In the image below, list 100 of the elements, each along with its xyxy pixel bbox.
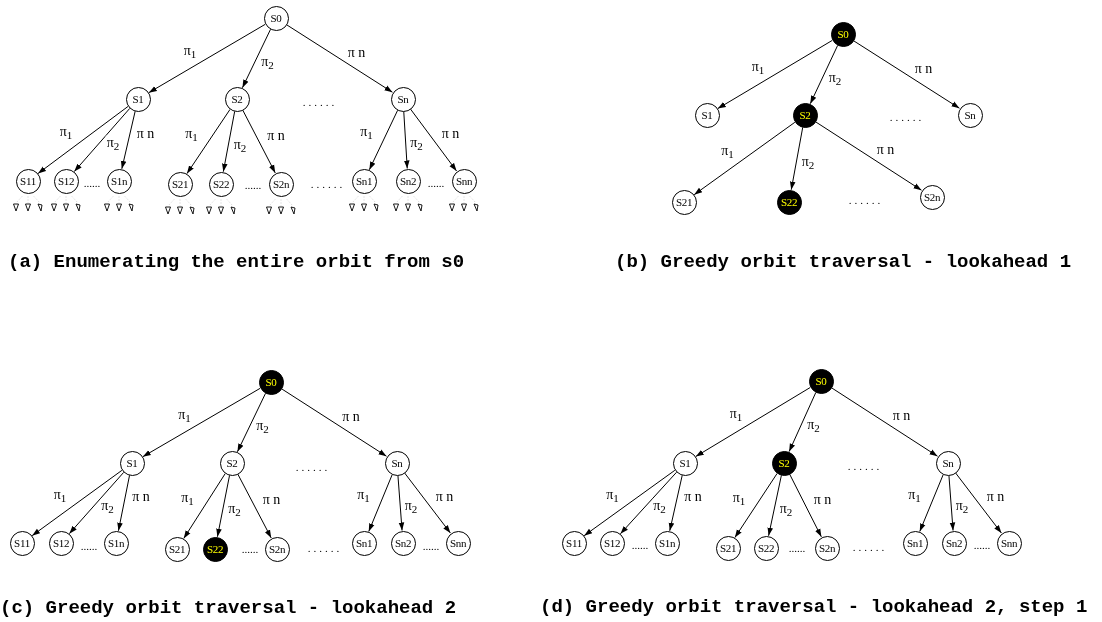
arrow [368,474,393,532]
state-circle [384,450,410,476]
state-label: S2 [231,93,243,105]
arrow [73,107,131,173]
state-label: S2n [923,191,941,203]
state-circle [264,536,290,562]
ellipsis: ...... [889,111,925,123]
arrow [183,473,226,539]
state-label: Snn [1000,537,1018,549]
state-circle [125,86,151,112]
arrow [695,386,811,458]
arrow [186,108,231,175]
edge-label: π$_{2}$ [652,498,667,516]
arrow [693,121,796,196]
state-circle [561,530,587,556]
state-label: S1n [110,175,128,187]
state-label: S11 [566,537,582,549]
arrow [368,109,399,171]
state-circle [53,168,79,194]
state-circle [672,450,698,476]
arrow [668,474,683,532]
arrow [831,387,938,457]
highlighted-state-circle [792,102,818,128]
arrow [734,472,778,539]
arrow [788,391,817,453]
state-label: S0 [265,376,277,388]
state-circle [9,530,35,556]
arrow [955,472,1002,534]
state-circle [15,168,41,194]
arrow [222,110,236,173]
state-label: S1n [658,537,676,549]
state-label: Sn [397,93,409,105]
arrow [236,392,267,453]
panel-caption: (d) Greedy orbit traversal - lookahead 2, step 1 [540,597,1088,617]
state-circle [106,168,132,194]
panel-caption: (c) Greedy orbit traversal - lookahead 2 [0,598,457,618]
highlighted-state-circle [202,536,228,562]
state-circle [445,530,471,556]
arrow [789,473,822,538]
state-label: S21 [168,543,186,555]
state-label: S0 [815,375,827,387]
state-circle [941,530,967,556]
ellipsis: ...... [244,179,262,191]
state-label: S0 [270,12,282,24]
highlighted-state-circle [771,450,797,476]
state-label: S2 [226,457,238,469]
arrow [237,473,272,539]
state-circle [451,168,477,194]
state-circle [167,171,193,197]
arrow [142,387,261,458]
arrow [31,469,123,537]
state-circle [351,168,377,194]
state-circle [753,535,779,561]
state-label: S22 [206,543,224,555]
arrow [583,469,676,537]
state-circle [996,530,1022,556]
ellipsis: ...... [83,177,101,189]
ellipsis: ...... [80,540,98,552]
state-circle [390,530,416,556]
state-label: Sn1 [355,175,373,187]
state-label: S21 [675,196,693,208]
state-label: S22 [757,542,775,554]
state-circle [902,530,928,556]
state-circle [224,86,250,112]
arrow [117,474,131,532]
arrow [68,471,125,535]
state-circle [351,530,377,556]
state-circle [694,102,720,128]
edge-label: π$_{2}$ [100,498,115,516]
state-circle [219,450,245,476]
state-circle [268,171,294,197]
state-circle [119,450,145,476]
state-circle [164,536,190,562]
state-circle [395,168,421,194]
panel-caption: (b) Greedy orbit traversal - lookahead 1 [615,252,1072,272]
arrow [789,126,804,191]
ellipsis: ...... [848,194,884,206]
arrow [809,44,839,105]
state-label: S2 [799,109,811,121]
state-label: Sn2 [399,175,417,187]
state-label: S12 [52,537,70,549]
state-label: S22 [212,178,230,190]
state-label: S1 [126,457,138,469]
state-label: S11 [20,175,36,187]
state-label: S0 [837,28,849,40]
arrow [148,23,266,94]
ellipsis: ...... [422,540,440,552]
ellipsis: ...... [302,96,338,108]
ellipsis: ...... [241,543,259,555]
highlighted-state-circle [830,21,856,47]
state-circle [919,184,945,210]
arrow [853,40,960,109]
state-label: S2n [272,178,290,190]
state-label: S2n [268,543,286,555]
state-circle [654,530,680,556]
state-label: S11 [14,537,30,549]
state-circle [48,530,74,556]
state-circle [390,86,416,112]
state-label: Sn1 [355,537,373,549]
state-label: Sn2 [394,537,412,549]
